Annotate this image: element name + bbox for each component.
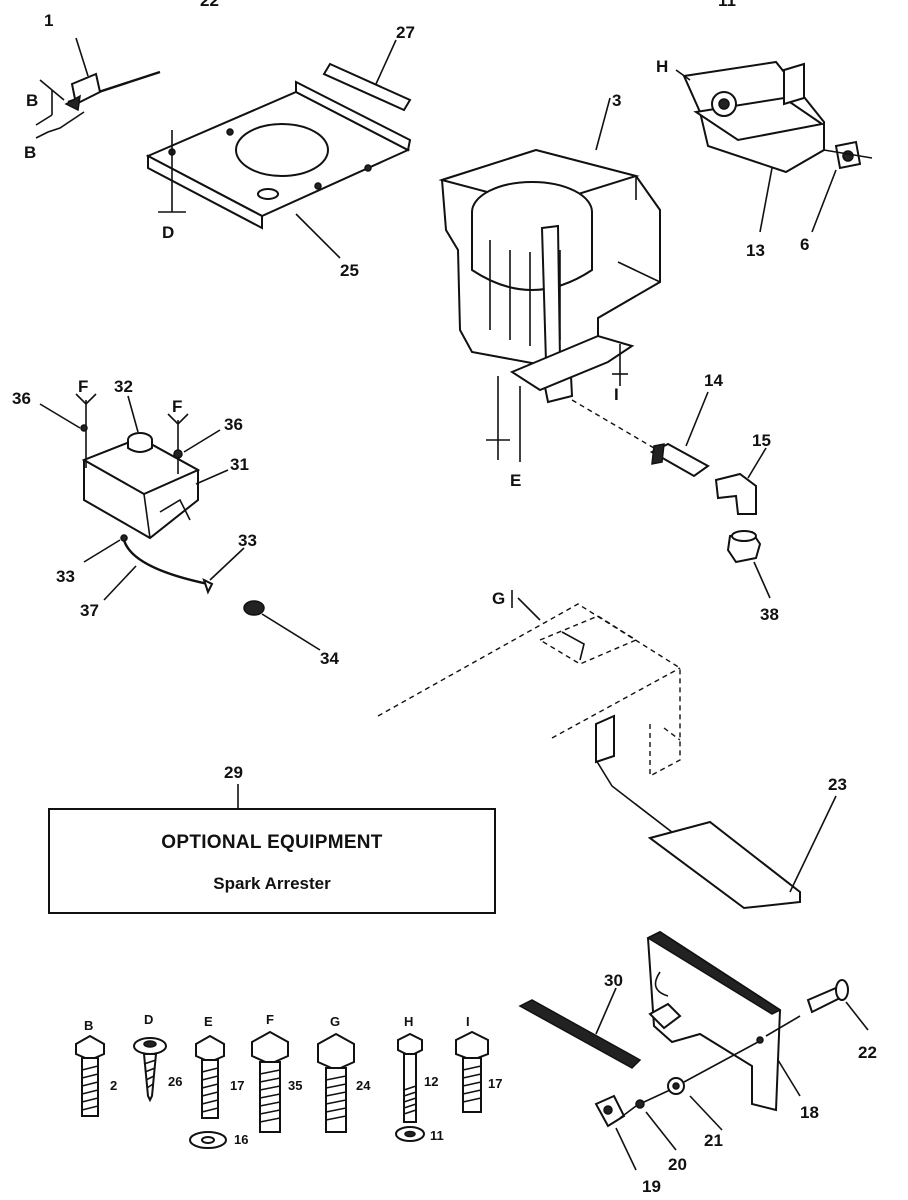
ref-letter-i-engine: I [614,385,619,404]
hardware-letter-b: B [84,1018,93,1033]
callout-36-right: 36 [224,415,243,434]
callout-14: 14 [704,371,723,390]
hardware-screw-d [133,1037,167,1103]
callout-23: 23 [828,775,847,794]
part-3-engine [438,97,661,404]
part-6-clamp [811,140,873,233]
hardware-washer-16: 16 [234,1132,248,1147]
part-30-strip [518,987,642,1069]
hardware-part-26: 26 [168,1074,182,1089]
optional-equipment-title: OPTIONAL EQUIPMENT [161,832,383,853]
hardware-letter-h: H [404,1014,413,1029]
callout-32: 32 [114,377,133,396]
callout-33-left: 33 [56,567,75,586]
part-22-bolt [806,979,869,1031]
part-13-muffler [675,60,825,233]
ref-letter-g: G [492,589,505,608]
part-18-bracket-plate [646,930,801,1112]
hardware-bolt-g [317,1032,355,1133]
callout-22: 22 [858,1043,877,1062]
hardware-part-35: 35 [288,1078,302,1093]
hardware-part-17-i: 17 [488,1076,502,1091]
hardware-part-24: 24 [356,1078,371,1093]
hardware-bolt-b [75,1034,105,1117]
part-15-elbow [714,447,767,515]
hardware-letter-f: F [266,1012,274,1027]
callout-37: 37 [80,601,99,620]
header-fragment-right: 11 [718,0,736,10]
ref-letter-f-left: F [78,377,88,396]
callout-18: 18 [800,1103,819,1122]
part-14-pipe-nipple [571,391,710,478]
callout-29: 29 [224,763,243,782]
part-37-fuel-line [83,534,245,601]
ref-letter-b-upper: B [26,91,38,110]
callout-31: 31 [230,455,249,474]
part-21-washer [667,1041,759,1131]
callout-13: 13 [746,241,765,260]
callout-21: 21 [704,1131,723,1150]
hardware-letter-d: D [144,1012,153,1027]
callout-20: 20 [668,1155,687,1174]
callout-33-right: 33 [238,531,257,550]
callout-30: 30 [604,971,623,990]
part-25-mounting-plate [145,80,412,259]
frame-outline [377,590,681,777]
spark-arrester-label: Spark Arrester [213,874,331,893]
callout-15: 15 [752,431,771,450]
part-38-cap [726,530,771,599]
ref-letter-f-right: F [172,397,182,416]
ref-letter-e: E [510,471,521,490]
callout-27: 27 [396,23,415,42]
part-32-fuel-cap [127,395,153,453]
part-19-nut [594,1094,637,1171]
hardware-part-2: 2 [110,1078,117,1093]
hardware-part-17-e: 17 [230,1078,244,1093]
callout-38: 38 [760,605,779,624]
part-1-wire-strap [35,37,161,139]
part-27-strip [322,39,412,112]
hardware-letter-g: G [330,1014,340,1029]
hardware-part-12: 12 [424,1074,438,1089]
ref-letter-b-lower: B [24,143,36,162]
part-23-bracket [595,759,837,910]
header-fragment-left: 22 [200,0,219,10]
ref-f-right [167,413,221,474]
hardware-letter-e: E [204,1014,213,1029]
ref-line-i-engine [486,344,628,462]
hardware-bolt-i [455,1030,489,1113]
callout-36-left: 36 [12,389,31,408]
hardware-bolt-e [189,1034,227,1149]
callout-25: 25 [340,261,359,280]
part-34-fuel-filter [243,600,321,651]
hardware-washer-11: 11 [430,1128,444,1143]
callout-19: 19 [642,1177,661,1196]
hardware-bolt-h [395,1032,425,1142]
hardware-bolt-f [251,1030,289,1133]
part-31-fuel-tank [81,436,229,540]
ref-letter-d: D [162,223,174,242]
hardware-letter-i: I [466,1014,470,1029]
callout-3: 3 [612,91,621,110]
ref-f-left [39,393,97,468]
callout-34: 34 [320,649,339,668]
callout-6: 6 [800,235,809,254]
callout-1: 1 [44,11,53,30]
part-20-lockwasher [635,1089,677,1151]
optional-equipment-box: OPTIONAL EQUIPMENT Spark Arrester [48,808,496,914]
ref-letter-h-muffler: H [656,57,668,76]
